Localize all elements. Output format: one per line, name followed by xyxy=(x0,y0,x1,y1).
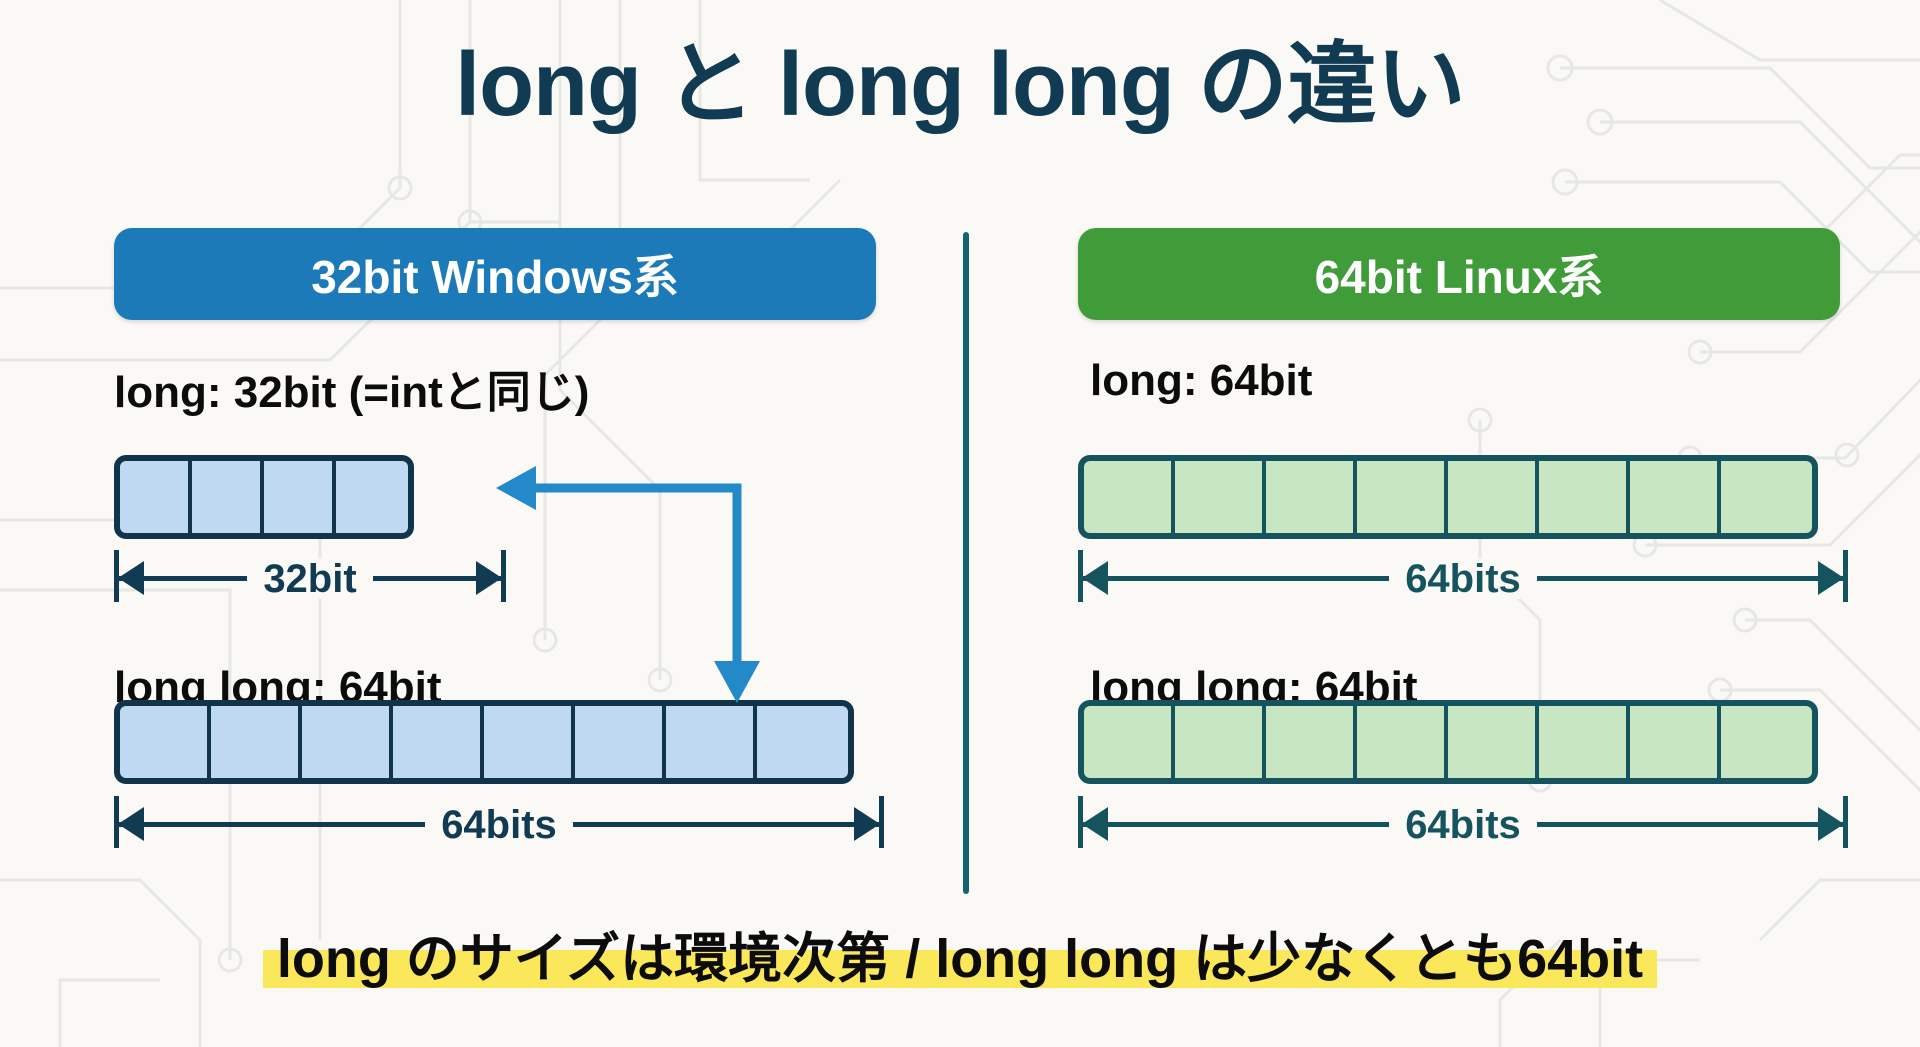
dimension-arrowhead-right xyxy=(1818,807,1844,841)
dimension-arrowhead-left xyxy=(118,561,144,595)
bit-cell xyxy=(1448,706,1539,778)
bit-cell xyxy=(1357,706,1448,778)
bit-cell xyxy=(1721,461,1812,533)
bit-cell xyxy=(1630,461,1721,533)
dimension-label-wrap: 64bits xyxy=(114,796,884,854)
dimension-label-wrap: 64bits xyxy=(1078,550,1848,608)
dimension-longlong-windows: 64bits xyxy=(114,796,884,854)
bit-cell xyxy=(302,706,393,778)
bit-cell xyxy=(575,706,666,778)
bitbox-row-long-linux xyxy=(1078,455,1818,539)
dimension-arrowhead-left xyxy=(1082,807,1108,841)
bitbox-row-longlong-windows xyxy=(114,700,854,784)
bottom-caption: long のサイズは環境次第 / long long は少なくとも64bit xyxy=(0,928,1920,990)
dimension-long-windows: 32bit xyxy=(114,550,506,608)
page-title: long と long long の違い xyxy=(455,35,1466,135)
bottom-caption-text: long のサイズは環境次第 / long long は少なくとも64bit xyxy=(262,928,1658,990)
dimension-label: 32bit xyxy=(247,559,373,599)
dimension-label: 64bits xyxy=(425,805,573,845)
bit-cell xyxy=(1175,706,1266,778)
bit-cell xyxy=(1630,706,1721,778)
dimension-longlong-linux: 64bits xyxy=(1078,796,1848,854)
bit-cell xyxy=(757,706,848,778)
bit-cell xyxy=(120,461,192,533)
panel-badge-linux: 64bit Linux系 xyxy=(1078,228,1840,320)
bit-cell xyxy=(666,706,757,778)
dimension-arrowhead-right xyxy=(1818,561,1844,595)
bit-cell xyxy=(393,706,484,778)
dimension-label: 64bits xyxy=(1389,559,1537,599)
bitbox-row-longlong-linux xyxy=(1078,700,1818,784)
dimension-arrowhead-left xyxy=(1082,561,1108,595)
dimension-label-wrap: 64bits xyxy=(1078,796,1848,854)
bit-cell xyxy=(1357,461,1448,533)
bit-cell xyxy=(1721,706,1812,778)
bit-cell xyxy=(1539,706,1630,778)
bit-cell xyxy=(1175,461,1266,533)
bit-cell xyxy=(484,706,575,778)
bit-cell xyxy=(1539,461,1630,533)
panel-linux-64bit: 64bit Linux系 long: 64bit xyxy=(1078,228,1858,418)
dimension-arrowhead-right xyxy=(476,561,502,595)
bit-cell xyxy=(1084,461,1175,533)
bit-cell xyxy=(211,706,302,778)
bitbox-row-long-windows xyxy=(114,455,414,539)
arrowhead-left xyxy=(496,466,536,510)
bit-cell xyxy=(336,461,408,533)
dimension-label: 64bits xyxy=(1389,805,1537,845)
bit-cell xyxy=(1448,461,1539,533)
dimension-label-wrap: 32bit xyxy=(114,550,506,608)
bit-cell xyxy=(264,461,336,533)
panel-divider xyxy=(963,232,969,894)
arrowhead-down xyxy=(714,661,760,703)
bit-cell xyxy=(192,461,264,533)
panel-windows-32bit: 32bit Windows系 long: 32bit (=intと同じ) xyxy=(114,228,894,432)
bit-cell xyxy=(120,706,211,778)
row-label-long-linux: long: 64bit xyxy=(1090,356,1313,405)
panel-badge-windows: 32bit Windows系 xyxy=(114,228,876,320)
row-label-long-windows: long: 32bit (=intと同じ) xyxy=(114,368,590,417)
bit-cell xyxy=(1266,461,1357,533)
dimension-arrowhead-left xyxy=(118,807,144,841)
dimension-arrowhead-right xyxy=(854,807,880,841)
bit-cell xyxy=(1084,706,1175,778)
bit-cell xyxy=(1266,706,1357,778)
dimension-long-linux: 64bits xyxy=(1078,550,1848,608)
long-to-longlong-arrow-icon xyxy=(496,466,760,703)
